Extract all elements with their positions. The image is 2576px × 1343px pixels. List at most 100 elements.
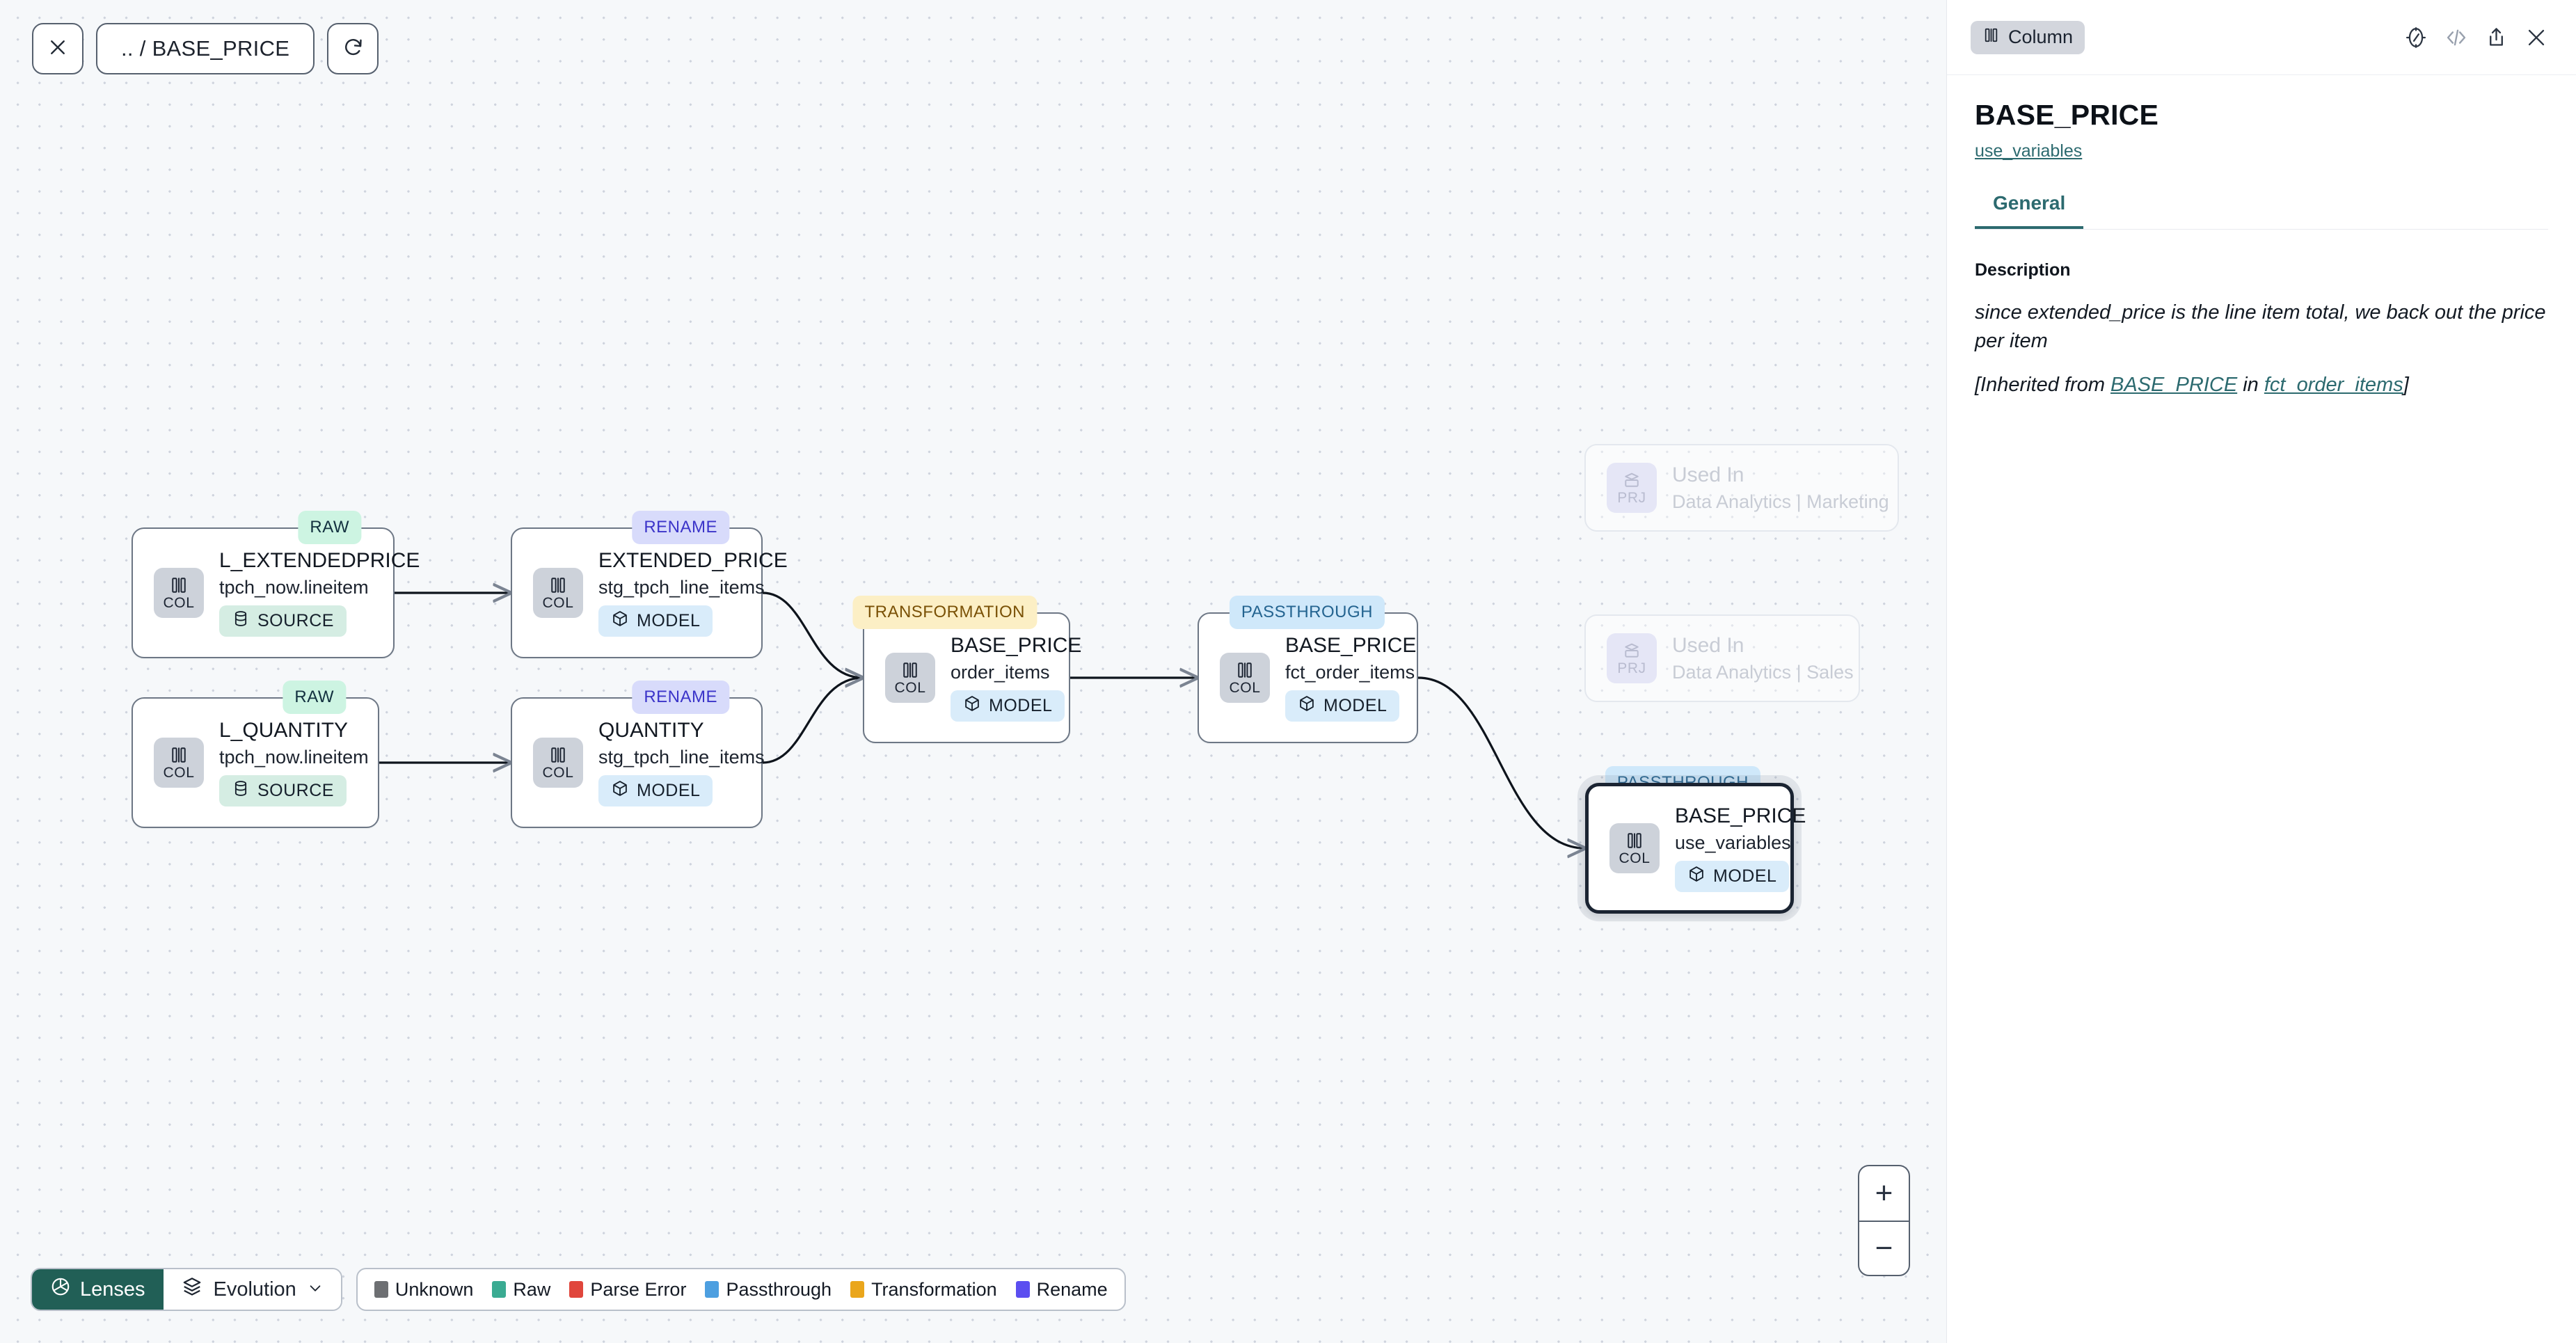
close-icon xyxy=(47,37,68,61)
node-body: Used In Data Analytics | Marketing xyxy=(1672,463,1889,512)
zoom-controls: + − xyxy=(1858,1165,1910,1276)
node-subtitle: stg_tpch_line_items xyxy=(598,576,765,598)
evolution-dropdown[interactable]: Evolution xyxy=(163,1269,341,1310)
legend-swatch xyxy=(1015,1281,1030,1298)
lenses-button[interactable]: Lenses xyxy=(32,1269,164,1310)
node-chip-label: SOURCE xyxy=(257,610,334,630)
node-chip-model: MODEL xyxy=(598,774,713,806)
node-chip-source: SOURCE xyxy=(219,605,347,637)
cube-icon xyxy=(1687,865,1706,888)
node-tag-rename: RENAME xyxy=(632,681,729,714)
inherited-column-link[interactable]: BASE_PRICE xyxy=(2110,374,2238,397)
node-subtitle: tpch_now.lineitem xyxy=(219,576,369,598)
legend-item[interactable]: Unknown xyxy=(374,1279,473,1301)
node-title: L_EXTENDEDPRICE xyxy=(219,549,420,573)
node-type-badge: COL xyxy=(885,653,935,703)
node-chip-label: MODEL xyxy=(637,610,701,630)
node-subtitle: order_items xyxy=(951,661,1050,683)
entity-kind-badge[interactable]: Column xyxy=(1971,20,2085,54)
legend-label: Rename xyxy=(1036,1278,1108,1300)
node-title: BASE_PRICE xyxy=(1285,634,1417,658)
legend-item[interactable]: Transformation xyxy=(850,1279,997,1301)
inherited-suffix: ] xyxy=(2403,374,2409,397)
zoom-in-button[interactable]: + xyxy=(1875,1176,1893,1210)
column-icon xyxy=(548,745,568,765)
project-icon xyxy=(1622,641,1641,660)
node-tag-transformation: TRANSFORMATION xyxy=(852,596,1037,629)
inherited-prefix: [Inherited from xyxy=(1975,374,2111,397)
layers-icon xyxy=(182,1276,202,1303)
legend-swatch xyxy=(492,1281,507,1298)
column-icon xyxy=(1235,660,1255,680)
node-chip-label: SOURCE xyxy=(257,780,334,800)
lenses-control: Lenses Evolution xyxy=(31,1268,342,1311)
project-icon xyxy=(1622,470,1641,490)
legend-label: Transformation xyxy=(871,1278,997,1300)
zoom-out-button[interactable]: − xyxy=(1859,1221,1909,1275)
node-type-badge: COL xyxy=(1220,653,1270,703)
node-chip-label: MODEL xyxy=(637,780,701,800)
code-icon[interactable] xyxy=(2444,26,2468,49)
legend-item[interactable]: Rename xyxy=(1015,1278,1108,1301)
legend-item[interactable]: Passthrough xyxy=(705,1279,832,1301)
node-subtitle: Data Analytics | Sales xyxy=(1672,661,1854,683)
canvas-toolbar: .. / BASE_PRICE xyxy=(32,23,379,74)
close-graph-button[interactable] xyxy=(32,23,84,74)
details-panel: Column xyxy=(1946,0,2576,1343)
lineage-legend: Unknown Raw Parse Error Passthrough Transfor… xyxy=(356,1268,1126,1311)
legend-label: Passthrough xyxy=(726,1278,832,1300)
legend-item[interactable]: Parse Error xyxy=(569,1279,686,1301)
inherited-mid: in xyxy=(2237,374,2264,397)
bottom-controls: Lenses Evolution Unknown Raw Parse Error Pa… xyxy=(31,1268,1126,1311)
lineage-canvas[interactable]: .. / BASE_PRICE COL L_EXTENDEDPRICE tpch_n… xyxy=(0,0,1946,1343)
legend-swatch xyxy=(705,1281,719,1298)
lineage-node-used_in_marketing[interactable]: PRJ Used In Data Analytics | Marketing xyxy=(1584,444,1899,532)
node-title: Used In xyxy=(1672,634,1744,658)
inherited-model-link[interactable]: fct_order_items xyxy=(2264,374,2403,397)
panel-header-actions xyxy=(2404,26,2548,49)
panel-tabs: General xyxy=(1975,192,2548,230)
cube-icon xyxy=(963,694,981,717)
node-subtitle: use_variables xyxy=(1675,832,1791,853)
node-subtitle: Data Analytics | Marketing xyxy=(1672,491,1889,512)
aperture-icon xyxy=(50,1276,71,1303)
node-type-badge-label: COL xyxy=(542,765,574,781)
cube-icon xyxy=(611,610,629,633)
database-icon xyxy=(232,779,250,802)
close-icon[interactable] xyxy=(2525,26,2548,49)
node-tag-raw: RAW xyxy=(298,511,361,544)
project-type-badge-label: PRJ xyxy=(1617,490,1646,506)
page-title: BASE_PRICE xyxy=(1975,99,2159,131)
node-type-badge-label: COL xyxy=(1619,850,1651,866)
refresh-icon xyxy=(342,36,364,61)
share-icon[interactable] xyxy=(2485,26,2508,49)
node-subtitle: tpch_now.lineitem xyxy=(219,746,369,768)
node-type-badge: COL xyxy=(154,568,204,618)
entity-kind-label: Column xyxy=(2008,26,2074,47)
column-icon xyxy=(900,660,920,680)
node-title: BASE_PRICE xyxy=(951,634,1082,658)
tab-general[interactable]: General xyxy=(1975,192,2084,229)
node-title: Used In xyxy=(1672,463,1744,487)
compass-icon[interactable] xyxy=(2404,26,2428,49)
model-link[interactable]: use_variables xyxy=(1975,141,2083,161)
legend-item[interactable]: Raw xyxy=(492,1279,550,1301)
node-type-badge: COL xyxy=(533,568,583,618)
node-chip-source: SOURCE xyxy=(219,774,347,806)
node-chip-label: MODEL xyxy=(1323,695,1388,715)
node-type-badge-label: COL xyxy=(1229,680,1261,696)
breadcrumb[interactable]: .. / BASE_PRICE xyxy=(96,23,315,74)
node-tag-passthrough: PASSTHROUGH xyxy=(1229,596,1385,629)
refresh-button[interactable] xyxy=(327,23,379,74)
